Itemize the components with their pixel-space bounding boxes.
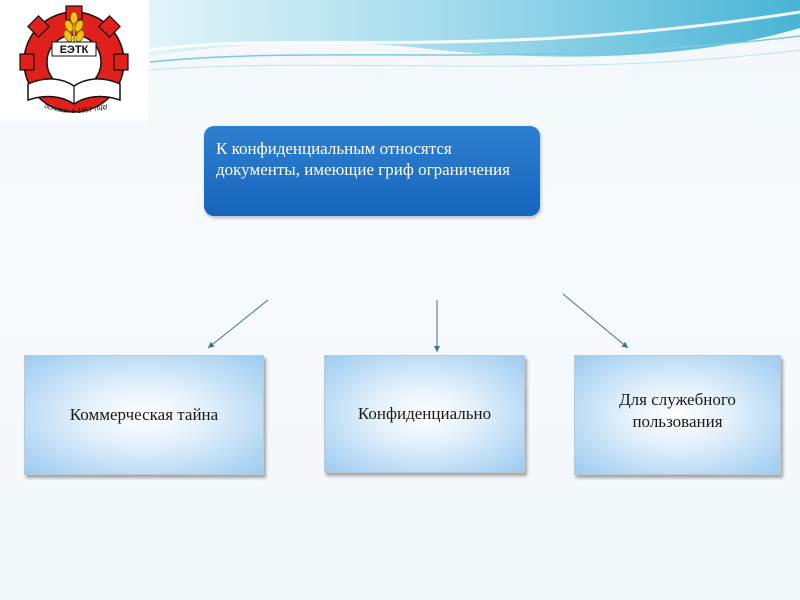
category-label: Конфиденциально bbox=[357, 404, 492, 423]
book-icon bbox=[27, 78, 121, 105]
root-concept-text: К конфиденциальным относятся документы, … bbox=[216, 139, 510, 179]
root-concept-box: К конфиденциальным относятся документы, … bbox=[204, 126, 540, 216]
logo-abbreviation: ЕЭТК bbox=[60, 44, 89, 56]
arrow-right bbox=[562, 293, 629, 349]
college-emblem-logo: ЕЭТК основан в 1957 году bbox=[19, 5, 129, 115]
wheat-icon bbox=[63, 11, 85, 54]
category-box-confidential: Конфиденциально bbox=[324, 355, 525, 473]
arrow-left bbox=[207, 299, 269, 349]
header-wave-decoration bbox=[149, 0, 800, 71]
logo-panel: ЕЭТК основан в 1957 году bbox=[0, 0, 148, 122]
category-label: Коммерческая тайна bbox=[69, 405, 219, 424]
category-box-official-use: Для служебного пользования bbox=[574, 355, 781, 475]
category-label: Для служебного пользования bbox=[619, 390, 736, 431]
category-box-commercial-secret: Коммерческая тайна bbox=[24, 355, 264, 475]
